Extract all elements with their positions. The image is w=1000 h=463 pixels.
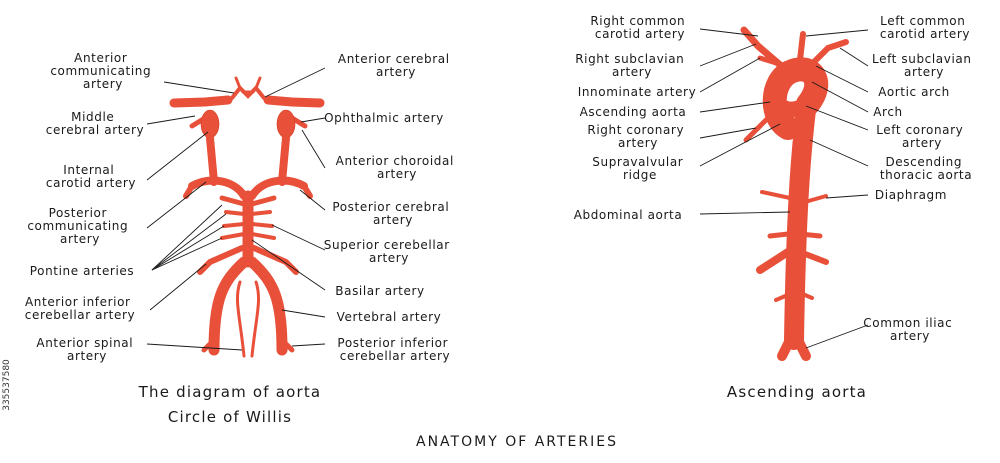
vertebral-arteries	[208, 256, 288, 356]
label-middle-cerebral-artery: Middle cerebral artery	[46, 110, 145, 137]
label-anterior-inferior-cerebellar-artery: Anterior inferior cerebellar artery	[25, 295, 135, 322]
label-abdominal-aorta: Abdominal aorta	[574, 208, 683, 222]
label-innominate-artery: Innominate artery	[578, 85, 697, 99]
label-pontine-arteries: Pontine arteries	[30, 264, 134, 278]
pontine-branches	[219, 195, 277, 240]
descending-aorta	[784, 100, 816, 350]
label-supravalvular-ridge: Supravalvular ridge	[592, 155, 687, 182]
common-iliac-arteries	[777, 335, 811, 361]
stock-id: 335537580	[2, 359, 12, 411]
label-anterior-communicating-artery: Anterior communicating artery	[50, 51, 155, 91]
label-left-common-carotid-artery: Left common carotid artery	[880, 14, 970, 41]
page-title: ANATOMY OF ARTERIES	[416, 434, 618, 450]
label-left-coronary-artery: Left coronary artery	[876, 123, 968, 150]
label-diaphragm: Diaphragm	[875, 188, 947, 202]
label-superior-cerebellar-artery: Superior cerebellar artery	[324, 238, 454, 265]
label-anterior-spinal-artery: Anterior spinal artery	[36, 336, 137, 363]
right-caption: Ascending aorta	[727, 383, 867, 401]
label-common-iliac-artery: Common iliac artery	[863, 316, 956, 343]
label-anterior-cerebral-artery: Anterior cerebral artery	[338, 52, 454, 79]
coronary-arteries	[743, 109, 792, 143]
left-labels-column-a: Anterior communicating artery Middle cer…	[25, 51, 155, 363]
label-aortic-arch: Aortic arch	[878, 85, 950, 99]
anterior-inferior-cerebellar-arteries	[197, 245, 299, 275]
label-posterior-inferior-cerebellar-artery: Posterior inferior cerebellar artery	[337, 336, 452, 363]
anterior-spinal-artery	[235, 280, 261, 358]
abdominal-branches	[756, 190, 829, 302]
internal-carotid-arteries	[200, 109, 296, 186]
label-basilar-artery: Basilar artery	[335, 284, 424, 298]
posterior-inferior-cerebellar-arteries	[201, 339, 295, 353]
label-ophthalmic-artery: Ophthalmic artery	[324, 111, 444, 125]
left-leader-lines	[146, 67, 326, 351]
label-right-common-carotid-artery: Right common carotid artery	[590, 14, 689, 41]
left-caption-line1: The diagram of aorta	[138, 383, 322, 401]
label-posterior-communicating-artery: Posterior communicating artery	[27, 206, 132, 246]
left-labels-column-b: Anterior cerebral artery Ophthalmic arte…	[324, 52, 459, 363]
label-anterior-choroidal-artery: Anterior choroidal artery	[336, 154, 459, 181]
posterior-ring	[183, 176, 313, 200]
label-vertebral-artery: Vertebral artery	[337, 310, 442, 324]
label-arch: Arch	[873, 105, 902, 119]
label-descending-thoracic-aorta: Descending thoracic aorta	[880, 155, 972, 182]
right-labels-column-a: Right common carotid artery Right subcla…	[574, 14, 697, 222]
label-left-subclavian-artery: Left subclavian artery	[872, 52, 976, 79]
circle-of-willis-illustration	[169, 76, 325, 358]
label-right-coronary-artery: Right coronary artery	[587, 123, 688, 150]
right-labels-column-b: Left common carotid artery Left subclavi…	[863, 14, 976, 343]
anterior-cerebral-cluster	[230, 76, 266, 100]
left-caption-line2: Circle of Willis	[168, 408, 292, 426]
right-leader-lines	[699, 28, 869, 349]
label-ascending-aorta: Ascending aorta	[580, 105, 687, 119]
label-posterior-cerebral-artery: Posterior cerebral artery	[332, 200, 453, 227]
aortic-arch	[762, 57, 829, 140]
aorta-illustration	[740, 26, 849, 361]
label-right-subclavian-artery: Right subclavian artery	[575, 52, 689, 79]
middle-cerebral-arteries	[169, 95, 325, 108]
label-internal-carotid-artery: Internal carotid artery	[46, 163, 136, 190]
